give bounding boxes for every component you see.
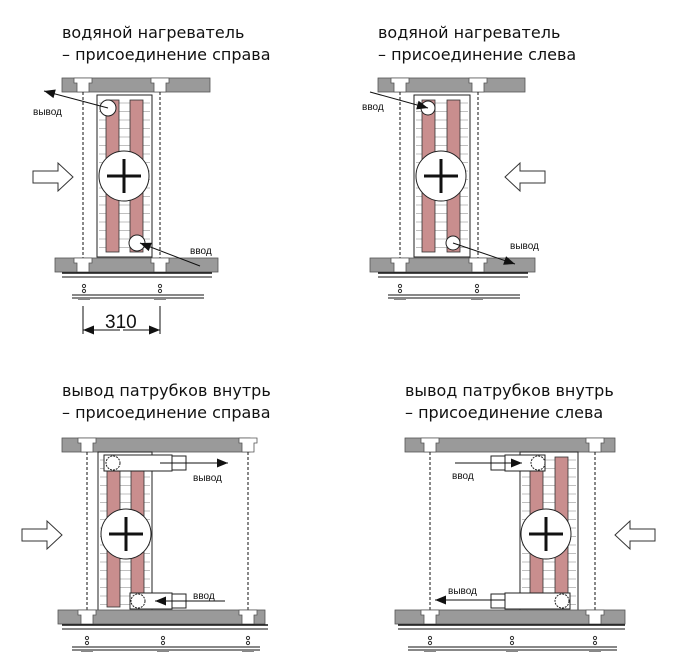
panel-1-inlet-arrow-head: [140, 242, 152, 252]
panel-4-bolt: [427, 640, 433, 646]
panel-3-airflow-arrow: [21, 519, 63, 551]
panel-1-outlet-label: вывод: [33, 107, 62, 118]
panel-1-outlet-arrow-line: [43, 90, 109, 109]
panel-3-top-frame-notch: [238, 437, 258, 453]
panel-1-top-frame-notch: [150, 77, 170, 93]
panel-4-bolt: [509, 640, 515, 646]
panel-4-outlet-arrow-head: [435, 595, 446, 605]
panel-4-foot: [589, 649, 601, 652]
panel-1-title-line1: водяной нагреватель: [62, 23, 244, 42]
panel-2-outlet-label: вывод: [510, 241, 539, 252]
panel-1-dim-arrow-head: [149, 325, 160, 335]
panel-2-bottom-frame-notch: [390, 257, 410, 273]
panel-3-bottom-frame-notch: [238, 609, 258, 625]
panel-2-title-line2: – присоединение слева: [378, 45, 576, 64]
panel-3-inlet-label: ввод: [193, 591, 215, 602]
panel-4-outlet-port: [554, 593, 570, 609]
panel-3-bolt: [245, 640, 251, 646]
panel-3-bolt: [245, 635, 251, 641]
panel-1-foot: [78, 297, 90, 300]
panel-3-outlet-port: [105, 455, 121, 471]
panel-4-bottom-frame-notch: [585, 609, 605, 625]
panel-4-inlet-label: ввод: [452, 471, 474, 482]
panel-1-outlet-arrow-head: [44, 89, 56, 99]
panel-1-top-frame-notch: [73, 77, 93, 93]
panel-1-bottom-frame-notch: [150, 257, 170, 273]
panel-4-foot: [424, 649, 436, 652]
panel-2-bottom-frame-notch: [468, 257, 488, 273]
panel-4-foot: [506, 649, 518, 652]
panel-4-bolt: [509, 635, 515, 641]
panel-1-dimension: 310: [105, 312, 137, 333]
panel-3-outlet-label: вывод: [193, 473, 222, 484]
panel-4-bolt: [592, 640, 598, 646]
panel-2-outlet-arrow-head: [503, 256, 515, 265]
panel-1-bolt: [81, 283, 87, 289]
panel-4-bolt: [592, 635, 598, 641]
panel-4-title-line2: – присоединение слева: [405, 403, 603, 422]
panel-1-title-line2: – присоединение справа: [62, 45, 271, 64]
panel-2-top-frame-notch: [468, 77, 488, 93]
panel-2-bolt: [397, 288, 403, 294]
panel-2-bolt: [474, 288, 480, 294]
panel-1-top-frame: [61, 77, 211, 93]
panel-1-bolt: [157, 288, 163, 294]
panel-2-bottom-frame: [369, 257, 536, 273]
panel-3-bottom-frame-notch: [77, 609, 97, 625]
panel-1-bolt: [157, 283, 163, 289]
panel-1-bottom-frame: [54, 257, 219, 273]
panel-3-bolt: [84, 640, 90, 646]
panel-1-dim-arrow-head: [83, 325, 94, 335]
panel-2-foot: [471, 297, 483, 300]
panel-3-bottom-frame: [57, 609, 266, 625]
panel-4-outlet-nozzle: [490, 593, 506, 609]
panel-1-foot: [154, 297, 166, 300]
panel-2-bolt: [474, 283, 480, 289]
panel-1-inlet-label: ввод: [190, 246, 212, 257]
panel-3-bolt: [84, 635, 90, 641]
panel-4-top-frame-notch: [420, 437, 440, 453]
panel-3-title-line1: вывод патрубков внутрь: [62, 381, 271, 400]
panel-4-inlet-port: [530, 455, 546, 471]
panel-2-inlet-arrow-head: [416, 100, 428, 110]
panel-2-title-line1: водяной нагреватель: [378, 23, 560, 42]
panel-4-title-line1: вывод патрубков внутрь: [405, 381, 614, 400]
panel-3-outlet-arrow-head: [217, 458, 228, 468]
panel-3-foot: [157, 649, 169, 652]
panel-3-top-frame-notch: [77, 437, 97, 453]
panel-3-foot: [81, 649, 93, 652]
panel-2-top-frame-notch: [390, 77, 410, 93]
panel-4-airflow-arrow: [614, 519, 656, 551]
panel-2-inlet-label: ввод: [362, 102, 384, 113]
panel-2-top-frame: [377, 77, 526, 93]
panel-3-foot: [242, 649, 254, 652]
panel-4-bottom-frame: [394, 609, 626, 625]
panel-1-airflow-arrow: [32, 161, 74, 193]
panel-4-bottom-frame-notch: [420, 609, 440, 625]
panel-4-top-frame: [404, 437, 616, 453]
panel-4-top-frame-notch: [585, 437, 605, 453]
panel-3-inlet-port: [130, 593, 146, 609]
panel-4-bolt: [427, 635, 433, 641]
panel-2-airflow-arrow: [504, 161, 546, 193]
panel-3-title-line2: – присоединение справа: [62, 403, 271, 422]
panel-1-bolt: [81, 288, 87, 294]
panel-3-inlet-arrow-head: [155, 596, 166, 606]
panel-3-bolt: [160, 635, 166, 641]
panel-4-outlet-label: вывод: [448, 586, 477, 597]
panel-3-bolt: [160, 640, 166, 646]
panel-4-inlet-arrow-head: [511, 458, 522, 468]
panel-1-bottom-frame-notch: [73, 257, 93, 273]
panel-2-foot: [394, 297, 406, 300]
panel-2-bolt: [397, 283, 403, 289]
